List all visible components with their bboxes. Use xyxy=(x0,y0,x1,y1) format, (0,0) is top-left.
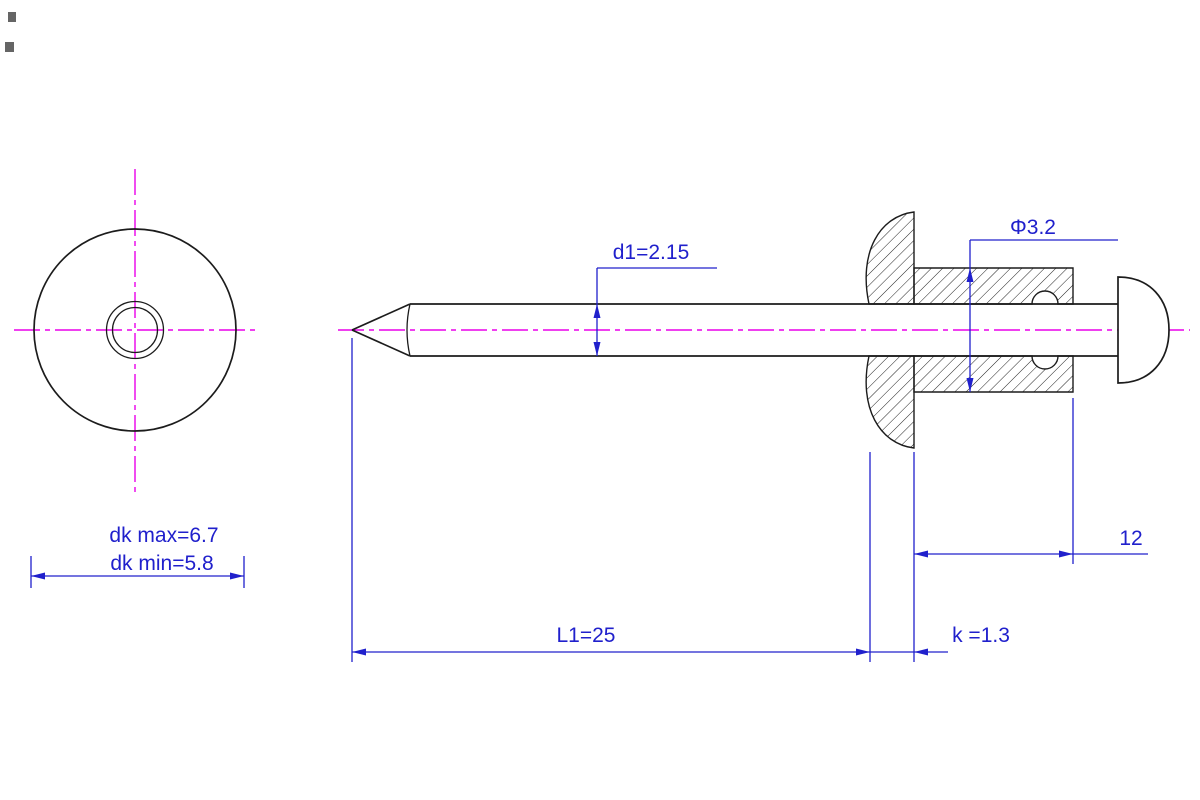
head-outer-circle xyxy=(33,228,237,432)
l1-arrow-right xyxy=(856,648,870,656)
dimension-phi: Φ3.2 xyxy=(966,216,1118,392)
dk-max-label: dk max=6.7 xyxy=(109,524,218,547)
phi-label: Φ3.2 xyxy=(1010,216,1056,239)
phi-arrow-up xyxy=(966,268,974,282)
body-length-label: 12 xyxy=(1119,527,1142,550)
dk-arrow-left xyxy=(31,572,45,580)
rivet-flange-section xyxy=(865,211,915,449)
mandrel-head xyxy=(1117,276,1170,384)
dimension-l1: L1=25 xyxy=(351,338,871,662)
l1-arrow-left xyxy=(352,648,366,656)
d1-arrow-down xyxy=(593,342,601,356)
mandrel-hole-inner-circle xyxy=(111,306,159,354)
d1-label: d1=2.15 xyxy=(613,241,690,264)
phi-arrow-down xyxy=(966,378,974,392)
k-arrow xyxy=(914,648,928,656)
tip-lower-edge xyxy=(351,329,411,357)
body-length-arrow-right xyxy=(1059,550,1073,558)
body-lower-wall xyxy=(913,355,1074,393)
mandrel-hole-outer-circle xyxy=(105,300,165,360)
rivet-body-section xyxy=(913,267,1074,393)
dimension-dk: dk max=6.7 dk min=5.8 xyxy=(30,524,245,588)
dimension-d1: d1=2.15 xyxy=(593,241,717,356)
dimension-k: k =1.3 xyxy=(870,624,1010,656)
corner-artifacts xyxy=(5,12,16,52)
tip-upper-edge xyxy=(351,303,411,331)
dk-arrow-right xyxy=(230,572,244,580)
corner-artifact xyxy=(8,12,16,22)
l1-label: L1=25 xyxy=(557,624,616,647)
tip-base-curve xyxy=(406,303,411,357)
side-view xyxy=(338,211,1190,449)
k-label: k =1.3 xyxy=(952,624,1010,647)
body-upper-wall xyxy=(913,267,1074,305)
d1-arrow-up xyxy=(593,304,601,318)
front-view xyxy=(14,169,258,494)
body-length-arrow-left xyxy=(914,550,928,558)
dk-min-label: dk min=5.8 xyxy=(110,552,213,575)
flange-lower-half xyxy=(865,355,915,449)
dimension-body-length: 12 xyxy=(913,398,1148,662)
mandrel-tip xyxy=(351,303,411,357)
corner-artifact xyxy=(5,42,14,52)
flange-upper-half xyxy=(865,211,915,305)
